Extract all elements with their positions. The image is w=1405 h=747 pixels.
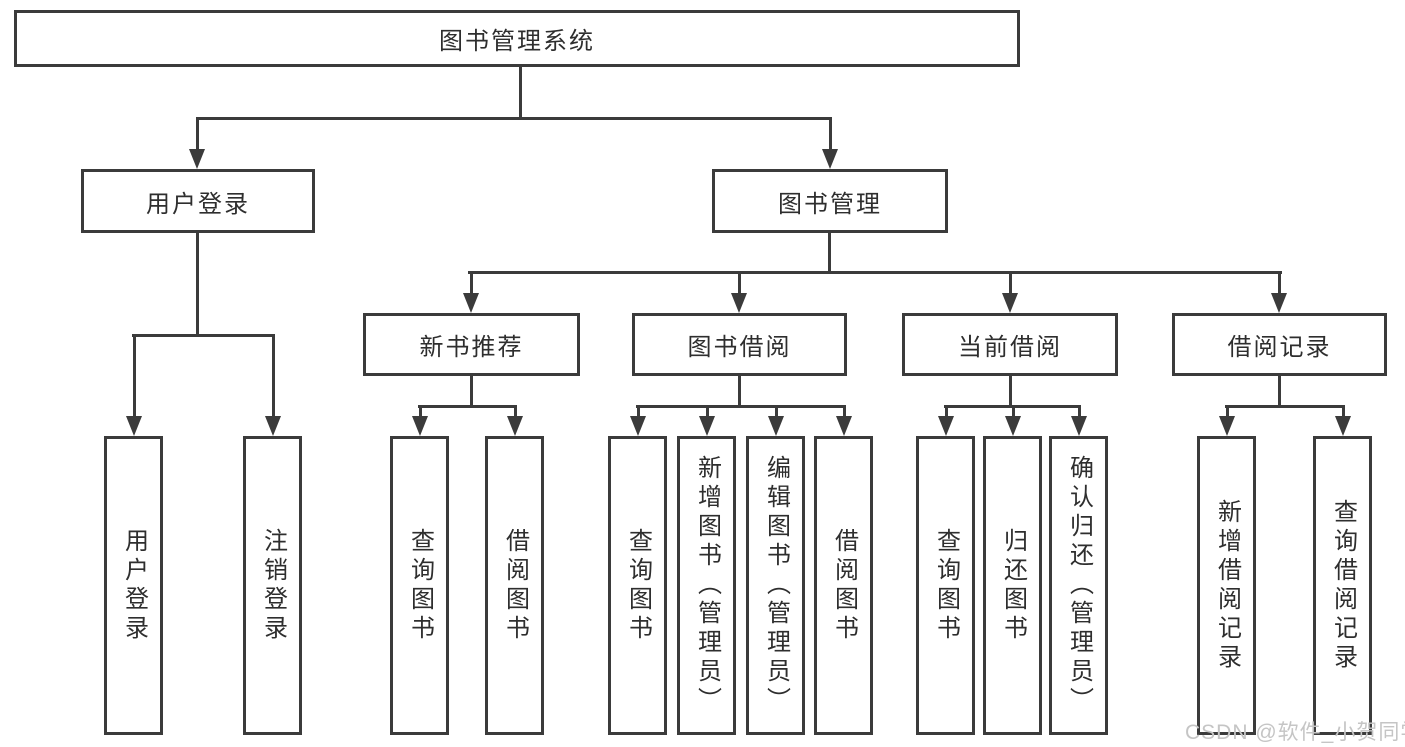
leaf-label: 新增借阅记录: [1213, 498, 1241, 673]
connector-line: [196, 117, 832, 120]
leaf-label: 归还图书: [999, 527, 1027, 644]
leaf-user-login: 用户登录: [104, 436, 163, 735]
leaf-add-borrow-record: 新增借阅记录: [1197, 436, 1256, 735]
leaf-label: 查询借阅记录: [1329, 498, 1357, 673]
leaf-confirm-return-admin: 确认归还（管理员）: [1049, 436, 1108, 735]
leaf-label: 确认归还（管理员）: [1065, 455, 1093, 716]
arrow-down-icon: [189, 117, 205, 169]
node-book-borrow: 图书借阅: [632, 313, 847, 376]
leaf-add-book-admin: 新增图书（管理员）: [677, 436, 736, 735]
leaf-logout: 注销登录: [243, 436, 302, 735]
leaf-query-books-recommend: 查询图书: [390, 436, 449, 735]
arrow-down-icon: [1071, 405, 1087, 436]
arrow-down-icon: [1271, 271, 1287, 313]
connector-line: [828, 232, 831, 273]
node-label: 新书推荐: [419, 334, 524, 361]
arrow-down-icon: [938, 405, 954, 436]
arrow-down-icon: [1335, 405, 1351, 436]
leaf-edit-book-admin: 编辑图书（管理员）: [746, 436, 805, 735]
arrow-down-icon: [126, 334, 142, 436]
node-current-borrow: 当前借阅: [902, 313, 1118, 376]
connector-line: [738, 375, 741, 407]
node-root: 图书管理系统: [14, 10, 1020, 67]
arrow-down-icon: [630, 405, 646, 436]
connector-line: [1009, 375, 1012, 407]
watermark: CSDN @软件_小贺同学: [1185, 721, 1405, 744]
connector-line: [1278, 375, 1281, 407]
node-book-mgmt: 图书管理: [712, 169, 948, 233]
leaf-label: 查询图书: [624, 527, 652, 644]
node-label: 图书借阅: [687, 334, 792, 361]
node-label: 当前借阅: [958, 334, 1062, 361]
leaf-query-borrow-record: 查询借阅记录: [1313, 436, 1372, 735]
leaf-label: 借阅图书: [830, 527, 858, 644]
connector-line: [636, 405, 845, 408]
arrow-down-icon: [768, 405, 784, 436]
leaf-label: 借阅图书: [501, 527, 529, 644]
leaf-query-books-borrow: 查询图书: [608, 436, 667, 735]
node-label: 用户登录: [146, 190, 250, 218]
arrow-down-icon: [836, 405, 852, 436]
connector-line: [470, 375, 473, 407]
arrow-down-icon: [731, 271, 747, 313]
node-user-login: 用户登录: [81, 169, 315, 233]
leaf-borrow-books: 借阅图书: [814, 436, 873, 735]
connector-line: [132, 334, 274, 337]
leaf-label: 用户登录: [120, 527, 148, 644]
arrow-down-icon: [1219, 405, 1235, 436]
arrow-down-icon: [1002, 271, 1018, 313]
connector-line: [468, 271, 1282, 274]
connector-line: [196, 232, 199, 336]
node-borrow-records: 借阅记录: [1172, 313, 1387, 376]
connector-line: [1225, 405, 1344, 408]
node-label: 图书管理: [778, 190, 882, 218]
arrow-down-icon: [822, 117, 838, 169]
leaf-return-books: 归还图书: [983, 436, 1042, 735]
leaf-label: 注销登录: [259, 527, 287, 644]
leaf-label: 查询图书: [932, 527, 960, 644]
arrow-down-icon: [463, 271, 479, 313]
node-new-book-recommend: 新书推荐: [363, 313, 580, 376]
leaf-query-books-current: 查询图书: [916, 436, 975, 735]
arrow-down-icon: [1005, 405, 1021, 436]
arrow-down-icon: [507, 405, 523, 436]
node-label: 借阅记录: [1227, 334, 1332, 361]
arrow-down-icon: [412, 405, 428, 436]
connector-line: [418, 405, 516, 408]
leaf-label: 编辑图书（管理员）: [762, 455, 790, 716]
arrow-down-icon: [265, 334, 281, 436]
leaf-borrow-books-recommend: 借阅图书: [485, 436, 544, 735]
leaf-label: 查询图书: [406, 527, 434, 644]
leaf-label: 新增图书（管理员）: [693, 455, 721, 716]
connector-line: [519, 66, 522, 119]
arrow-down-icon: [699, 405, 715, 436]
node-label: 图书管理系统: [439, 28, 595, 55]
